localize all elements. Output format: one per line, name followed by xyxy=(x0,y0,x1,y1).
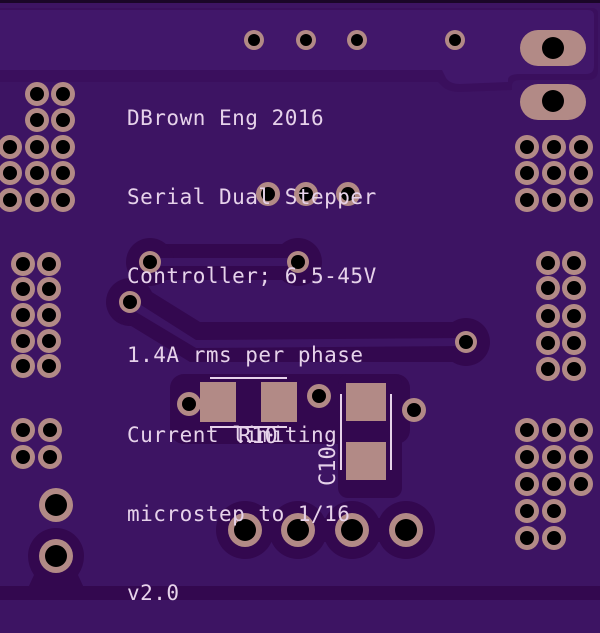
pads xyxy=(119,30,586,422)
silk-line-3: Controller; 6.5-45V xyxy=(127,264,377,289)
header-left-upper xyxy=(0,82,75,212)
board-edge-bottom xyxy=(0,586,600,600)
via xyxy=(402,398,426,422)
board-substrate xyxy=(0,0,600,600)
via xyxy=(347,30,367,50)
via xyxy=(307,384,331,408)
silk-line-7: v2.0 xyxy=(127,581,180,606)
silk-line-4: 1.4A rms per phase xyxy=(127,343,364,368)
header-right-middle xyxy=(536,251,586,381)
silk-line-1: DBrown Eng 2016 xyxy=(127,105,325,130)
via xyxy=(177,392,201,416)
silk-line-6: microstep to 1/16 xyxy=(127,501,351,526)
via xyxy=(296,30,316,50)
via xyxy=(256,182,280,206)
pcb-board xyxy=(0,0,600,600)
r10-designator: R10 xyxy=(238,424,278,449)
top-copper-pour xyxy=(0,10,594,84)
oval-pad xyxy=(520,30,586,66)
large-via xyxy=(39,539,73,573)
trace-inner xyxy=(126,258,466,348)
header-right-lower xyxy=(515,418,593,550)
via xyxy=(244,30,264,50)
via xyxy=(445,30,465,50)
header-left-lower xyxy=(11,418,62,469)
silkscreen-text-block: DBrown Eng 2016 Serial Dual Stepper Cont… xyxy=(127,52,377,633)
oval-pad xyxy=(520,84,586,120)
silk-line-5: Current limiting xyxy=(127,422,338,447)
via xyxy=(287,251,309,273)
via xyxy=(139,251,161,273)
c10-designator: C10 xyxy=(316,446,341,486)
silk-line-2: Serial Dual Stepper xyxy=(127,185,377,210)
resistor-r10 xyxy=(200,377,297,428)
header-right-upper xyxy=(515,135,593,212)
header-bottom-row xyxy=(228,513,423,547)
via xyxy=(294,182,318,206)
board-edge-top xyxy=(0,0,600,3)
capacitor-c10 xyxy=(340,383,392,480)
via xyxy=(336,182,360,206)
header-left-middle xyxy=(11,252,61,378)
via xyxy=(119,291,141,313)
large-via xyxy=(39,488,73,522)
via xyxy=(455,331,477,353)
